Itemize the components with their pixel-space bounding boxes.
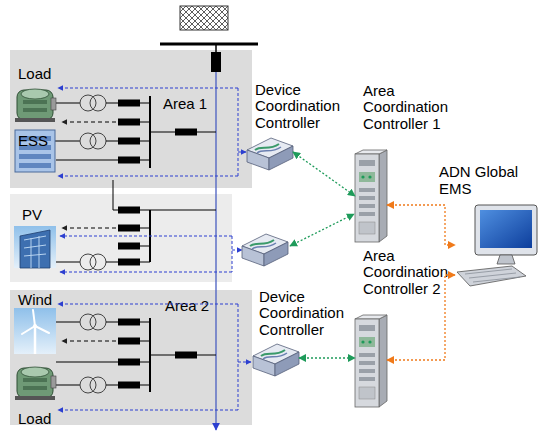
- area-controller-icon: [355, 150, 387, 242]
- middle-device-link: [290, 214, 354, 246]
- control-signal-lines: [232, 236, 233, 272]
- pv-feeders: [113, 210, 118, 211]
- pv-feeders: [62, 228, 116, 229]
- pv-feeders: [118, 259, 140, 266]
- pv-feeders: [56, 262, 80, 263]
- pv-feeders: [140, 210, 216, 211]
- pv-feeders: [90, 254, 106, 270]
- pv-icon: [14, 226, 56, 268]
- node-label: Area 1: [163, 96, 207, 113]
- communication-link: [293, 152, 355, 196]
- pv-region: [10, 194, 232, 282]
- pv-feeders: [118, 207, 140, 214]
- area-controller: Area Coordination Controller 1: [355, 150, 387, 242]
- node-label: Area Coordination Controller 1: [363, 83, 458, 133]
- control-signal-lines: [60, 272, 232, 273]
- device-label: Wind: [18, 292, 52, 309]
- control-signal-lines: [60, 236, 232, 237]
- area-controller-icon: [355, 315, 387, 407]
- ems-computer-icon: [465, 269, 520, 282]
- device-controller-icon: [253, 344, 299, 376]
- device-controller-icon: [253, 344, 299, 376]
- pv-feeders: [56, 180, 216, 270]
- node-label: Area Coordination Controller 2: [363, 248, 458, 298]
- device-controller: Device Coordination Controller: [253, 342, 299, 378]
- communication-link: [299, 357, 355, 358]
- pv-feeders: [118, 243, 140, 250]
- global-ems: ADN Global EMS: [455, 205, 540, 287]
- pv-region: [10, 194, 232, 282]
- pv-feeders: [80, 254, 96, 270]
- device-controller-icon: [247, 138, 293, 170]
- node-label: Device Coordination Controller: [259, 289, 354, 339]
- pv-icon: [20, 230, 50, 268]
- pv-feeders: [140, 246, 150, 247]
- main-busbar: [160, 43, 258, 46]
- pv-feeders: [118, 225, 140, 232]
- area-controller-icon: [355, 315, 387, 407]
- ems-computer-icon: [457, 266, 526, 286]
- device-label: PV: [22, 207, 42, 224]
- area-band: Area 2: [10, 290, 252, 425]
- device-label: Load: [18, 66, 51, 83]
- pv-feeders: [106, 262, 118, 263]
- ems-computer-icon: [475, 205, 537, 255]
- communication-link: [387, 205, 455, 245]
- device-controller-icon: [242, 234, 288, 266]
- ems-computer-icon: [497, 255, 515, 264]
- device-label: ESS: [18, 133, 48, 150]
- ems-computer-icon: [480, 210, 532, 248]
- area-controller-icon: [355, 150, 387, 242]
- area-controller: Area Coordination Controller 2: [355, 315, 387, 407]
- pv-feeders: [140, 262, 150, 263]
- grid-source: [180, 6, 228, 30]
- grid-source: [180, 6, 228, 30]
- device-controller: Device Coordination Controller: [247, 135, 293, 172]
- pv-feeders: [149, 210, 151, 262]
- node-label: ADN Global EMS: [439, 164, 539, 197]
- pv-icon: [24, 236, 46, 268]
- pv-feeders: [140, 228, 150, 229]
- device-controller-icon: [247, 138, 293, 170]
- control-signal-lines: [232, 250, 242, 251]
- pv-icon: [14, 226, 56, 268]
- middle-device-link: [290, 214, 354, 246]
- device-controller-icon: [242, 234, 288, 266]
- device-label: Load: [18, 411, 51, 428]
- node-label: Area 2: [165, 298, 209, 315]
- node-label: Device Coordination Controller: [255, 82, 350, 132]
- ems-computer-icon: [457, 205, 537, 286]
